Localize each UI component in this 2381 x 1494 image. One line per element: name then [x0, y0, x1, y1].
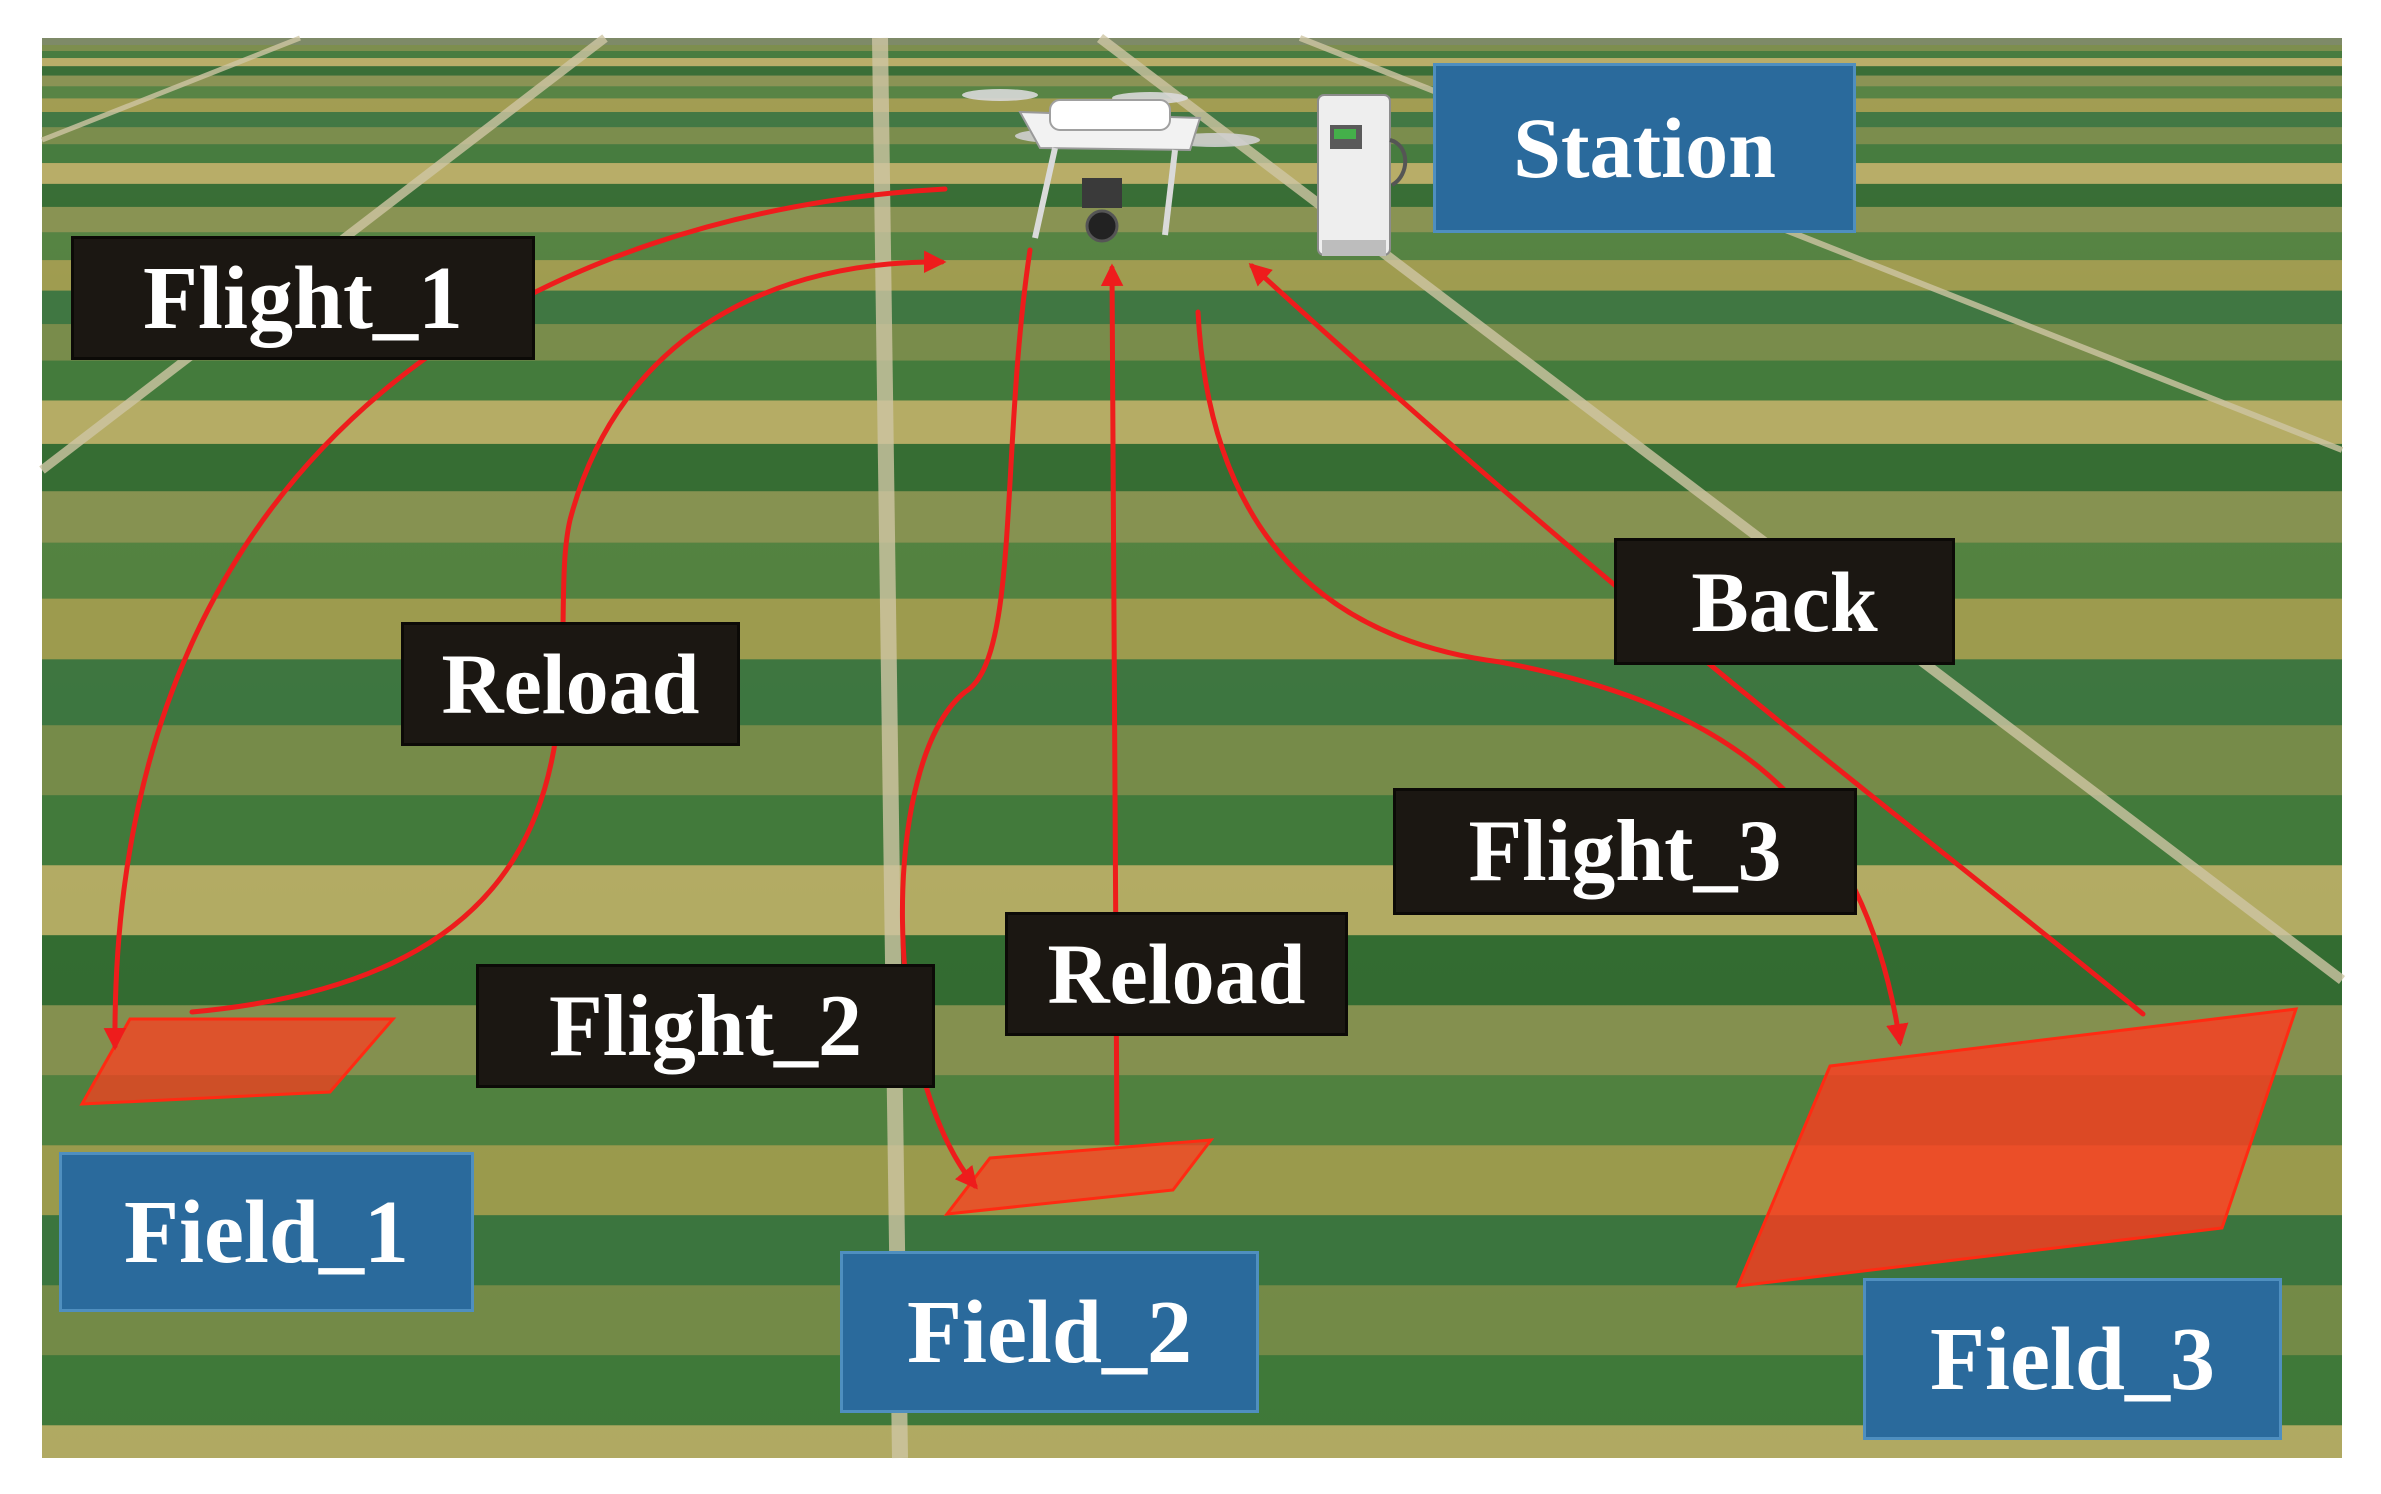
back-label: Back — [1614, 538, 1955, 665]
charging-station-icon — [1317, 94, 1408, 256]
field-area-2 — [943, 1138, 1215, 1216]
route-reload-1 — [189, 250, 947, 1015]
flight-3-label: Flight_3 — [1393, 788, 1857, 915]
reload-1-label: Reload — [401, 622, 740, 746]
reload-2-label: Reload — [1005, 912, 1348, 1036]
field-area-3 — [1735, 1007, 2299, 1288]
flight-1-label: Flight_1 — [71, 236, 535, 360]
route-flight-1 — [103, 186, 948, 1051]
field-2-label: Field_2 — [840, 1251, 1259, 1413]
field-3-label: Field_3 — [1863, 1278, 2282, 1440]
field-1-label: Field_1 — [59, 1152, 474, 1312]
station-label: Station — [1433, 63, 1856, 233]
field-area-1 — [79, 1017, 397, 1106]
flight-2-label: Flight_2 — [476, 964, 935, 1088]
route-back — [1248, 262, 2146, 1017]
drone-icon — [962, 89, 1260, 243]
